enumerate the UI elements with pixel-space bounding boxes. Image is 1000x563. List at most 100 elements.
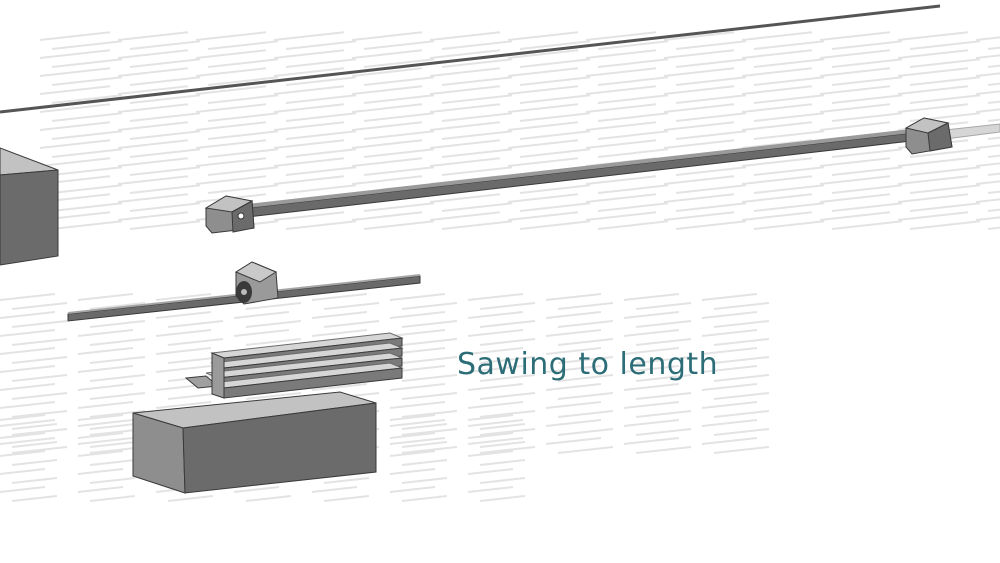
floor-stripe xyxy=(701,346,758,355)
floor-stripe xyxy=(167,337,224,346)
floor-stripe xyxy=(351,121,423,131)
floor-stripe xyxy=(897,67,969,77)
floor-stripe xyxy=(713,427,770,436)
floor-stripe xyxy=(701,364,758,373)
floor-stripe xyxy=(741,211,813,221)
floor-stripe xyxy=(351,211,423,221)
floor-stripe xyxy=(363,58,435,68)
floor-stripe xyxy=(909,40,981,50)
floor-stripe xyxy=(51,94,123,104)
floor-stripe xyxy=(623,328,680,337)
floor-stripe xyxy=(545,400,602,409)
floor-stripe xyxy=(701,382,758,391)
floor-stripe xyxy=(0,436,56,445)
floor-stripe xyxy=(663,103,735,113)
floor-stripe xyxy=(195,49,267,59)
floor-stripe xyxy=(467,450,514,457)
floor-stripe xyxy=(129,76,201,86)
floor-stripe xyxy=(753,184,825,194)
floor-stripe xyxy=(77,486,124,493)
floor-stripe xyxy=(675,76,747,86)
floor-stripe xyxy=(585,139,657,149)
floor-stripe xyxy=(245,337,302,346)
floor-stripe xyxy=(351,175,423,185)
floor-stripe xyxy=(77,432,124,439)
floor-stripe xyxy=(401,427,458,436)
floor-stripe xyxy=(155,346,212,355)
floor-stripe xyxy=(441,202,513,212)
floor-stripe xyxy=(401,391,458,400)
floor-stripe xyxy=(207,58,279,68)
floor-stripe xyxy=(39,157,111,167)
floor-stripe xyxy=(909,220,981,230)
floor-stripe xyxy=(897,31,969,41)
floor-stripe xyxy=(351,49,423,59)
floor-stripe xyxy=(897,49,969,59)
floor-stripe xyxy=(117,193,189,203)
floor-stripe xyxy=(0,450,46,457)
floor-stripe xyxy=(975,180,1000,185)
floor-stripe xyxy=(635,373,692,382)
floor-stripe xyxy=(77,382,134,391)
back-wall-line xyxy=(0,4,941,114)
floor-stripe xyxy=(987,208,1000,212)
floor-stripe xyxy=(273,175,345,185)
floor-stripe xyxy=(831,76,903,86)
floor-stripe xyxy=(897,103,969,113)
floor-stripe xyxy=(351,67,423,77)
floor-stripe xyxy=(713,319,770,328)
floor-stripe xyxy=(585,211,657,221)
floor-stripe xyxy=(897,157,969,167)
floor-stripe xyxy=(117,49,189,59)
floor-stripe xyxy=(0,432,46,439)
floor-stripe xyxy=(363,130,435,140)
floor-stripe xyxy=(713,355,770,364)
floor-stripe xyxy=(479,355,536,364)
floor-stripe xyxy=(519,220,591,230)
floor-stripe xyxy=(467,400,524,409)
floor-stripe xyxy=(0,346,56,355)
floor-stripe xyxy=(753,112,825,122)
floor-stripe xyxy=(117,157,189,167)
floor-stripe xyxy=(753,130,825,140)
floor-stripe xyxy=(831,112,903,122)
floor-stripe xyxy=(363,76,435,86)
floor-stripe xyxy=(507,103,579,113)
floor-stripe xyxy=(155,400,212,409)
floor-stripe xyxy=(351,31,423,41)
floor-stripe xyxy=(975,72,1000,77)
floor-stripe xyxy=(819,175,891,185)
floor-stripe xyxy=(273,211,345,221)
floor-stripe xyxy=(663,211,735,221)
floor-stripe xyxy=(401,495,448,502)
floor-stripe xyxy=(479,427,536,436)
floor-stripe xyxy=(585,49,657,59)
floor-stripe xyxy=(987,190,1000,194)
floor-stripe xyxy=(635,319,692,328)
floor-stripe xyxy=(701,328,758,337)
floor-stripe xyxy=(519,58,591,68)
floor-stripe xyxy=(117,211,189,221)
floor-stripe xyxy=(467,468,514,475)
floor-stripe xyxy=(323,319,380,328)
floor-stripe xyxy=(975,198,1000,203)
floor-stripe xyxy=(713,409,770,418)
floor-stripe xyxy=(479,459,526,466)
floor-stripe xyxy=(285,130,357,140)
floor-stripe xyxy=(77,468,124,475)
floor-stripe xyxy=(701,418,758,427)
floor-stripe xyxy=(819,31,891,41)
floor-stripe xyxy=(557,319,614,328)
floor-stripe xyxy=(663,31,735,41)
floor-stripe xyxy=(89,319,146,328)
floor-stripe xyxy=(701,310,758,319)
floor-stripe xyxy=(39,121,111,131)
floor-stripe xyxy=(11,427,68,436)
floor-stripe xyxy=(89,355,146,364)
floor-stripe xyxy=(701,400,758,409)
floor-stripe xyxy=(401,373,458,382)
floor-stripe xyxy=(401,423,448,430)
floor-stripe xyxy=(831,148,903,158)
floor-stripe xyxy=(285,220,357,230)
floor-stripe xyxy=(467,346,524,355)
